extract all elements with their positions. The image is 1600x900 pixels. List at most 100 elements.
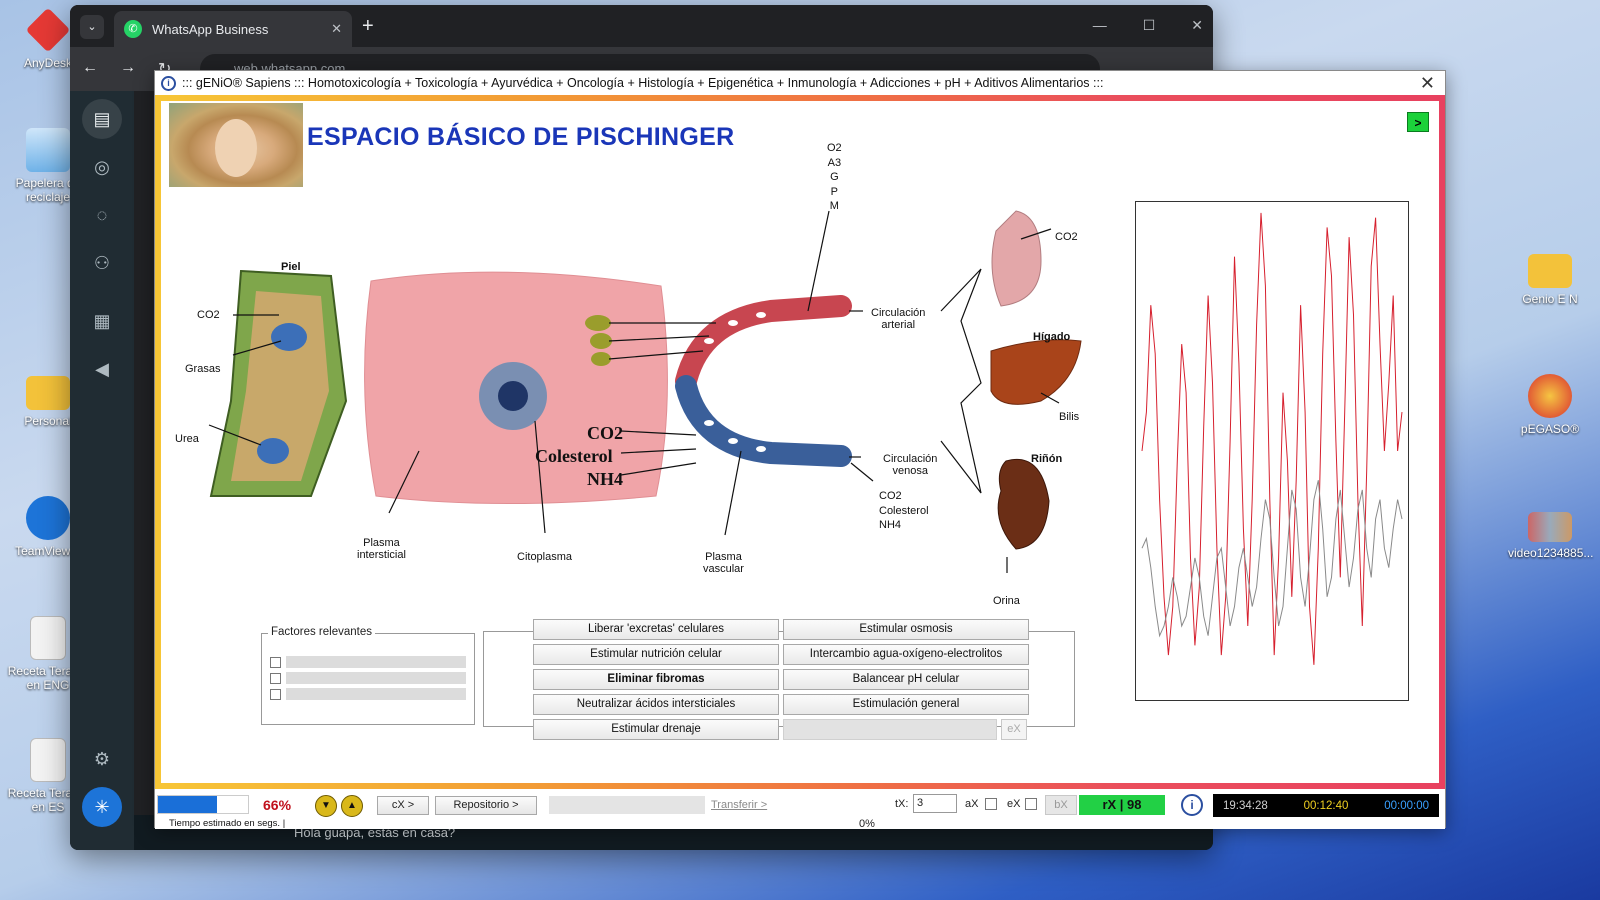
close-window-icon[interactable]: ✕ (1191, 17, 1203, 33)
up-arrow-icon[interactable]: ▲ (341, 795, 363, 817)
label-circulacion-arterial: Circulación arterial (871, 307, 926, 331)
go-button[interactable]: > (1407, 112, 1429, 132)
factor-row[interactable] (270, 672, 466, 684)
cx-button[interactable]: cX > (377, 796, 429, 815)
label-higado: Hígado (1033, 331, 1071, 343)
clock-time: 19:34:28 (1223, 799, 1268, 812)
back-icon[interactable]: ← (82, 59, 98, 76)
progress-percent: 66% (263, 797, 292, 813)
communities-icon[interactable]: ⚇ (93, 253, 111, 273)
browser-tab[interactable]: ✆ WhatsApp Business ✕ (114, 11, 352, 47)
ex-label: eX (1007, 798, 1021, 810)
ax-checkbox[interactable] (985, 798, 997, 810)
word-doc-icon[interactable]: Receta Terapia en ENG (6, 616, 90, 692)
balancear-ph-button[interactable]: Balancear pH celular (783, 669, 1029, 690)
eta-label: Tiempo estimado en segs. | (169, 818, 286, 829)
catalog-icon[interactable]: ▦ (93, 311, 111, 331)
recycle-bin-icon[interactable]: Papelera de reciclaje (6, 128, 90, 204)
desktop-icon-label: Receta Terapia en ENG (7, 664, 89, 692)
transferir-link[interactable]: Transferir > (711, 799, 768, 811)
accessibility-icon[interactable]: ✳ (82, 787, 122, 827)
new-tab-button[interactable]: + (362, 15, 374, 37)
megaphone-icon[interactable]: ◀ (95, 359, 109, 379)
desktop-icon-label: Genio E N (1522, 292, 1578, 306)
ex-button[interactable]: eX (1001, 719, 1027, 740)
desktop-icon-label: pEGASO® (1520, 422, 1580, 436)
chart-series-line-1 (1141, 480, 1403, 638)
close-icon[interactable]: ✕ (1419, 72, 1435, 93)
genio-folder-icon[interactable]: Genio E N (1508, 254, 1592, 306)
down-arrow-icon[interactable]: ▼ (315, 795, 337, 817)
ex-checkbox[interactable] (1025, 798, 1037, 810)
pegaso-icon[interactable]: pEGASO® (1508, 374, 1592, 436)
factor-bar (286, 656, 466, 668)
channels-icon[interactable]: ◌ (96, 205, 108, 225)
chats-icon[interactable]: ▤ (82, 99, 122, 139)
label-piel: Piel (281, 261, 301, 273)
tx-spinner[interactable]: 3 (913, 794, 957, 813)
actions-panel (483, 631, 1075, 727)
label-plasma-vascular: Plasma vascular (703, 551, 744, 575)
tab-strip: ⌄ ✆ WhatsApp Business ✕ + — ☐ ✕ (70, 5, 1213, 47)
progress-fill (158, 796, 218, 813)
neutralizar-acidos-button[interactable]: Neutralizar ácidos intersticiales (533, 694, 779, 715)
factor-bar (286, 672, 466, 684)
window-title: ::: gENiO® Sapiens ::: Homotoxicología +… (182, 76, 1104, 90)
factor-row[interactable] (270, 656, 466, 668)
transfer-field[interactable] (549, 796, 705, 814)
word-doc-image (30, 616, 66, 660)
label-co2-lung: CO2 (1055, 231, 1078, 243)
label-rinon: Riñón (1031, 453, 1063, 465)
label-co2-big: CO2 (587, 423, 623, 443)
tab-search-button[interactable]: ⌄ (80, 15, 104, 39)
teamviewer-icon[interactable]: TeamViewer (6, 496, 90, 558)
desktop-icon-label: Personal (24, 414, 72, 428)
teamviewer-logo (26, 496, 70, 540)
close-tab-icon[interactable]: ✕ (331, 21, 342, 36)
status-bar: 66% Tiempo estimado en segs. | ▼ ▲ cX > … (155, 789, 1445, 830)
settings-icon[interactable]: ⚙ (93, 749, 111, 769)
word-doc-image (30, 738, 66, 782)
forward-icon[interactable]: → (120, 59, 136, 76)
folder-image (1528, 254, 1572, 288)
genio-window: i ::: gENiO® Sapiens ::: Homotoxicología… (154, 70, 1446, 830)
zero-percent: 0% (859, 818, 875, 830)
window-controls: — ☐ ✕ (1093, 17, 1203, 34)
factor-bar (286, 688, 466, 700)
bx-button[interactable]: bX (1045, 795, 1077, 815)
factor-row[interactable] (270, 688, 466, 700)
factores-relevantes-title: Factores relevantes (268, 626, 375, 638)
label-grasas: Grasas (185, 363, 221, 375)
estimular-nutricion-button[interactable]: Estimular nutrición celular (533, 644, 779, 665)
whatsapp-sidebar: ▤ ◎ ◌ ⚇ ▦ ◀ ⚙ ✳ (70, 91, 134, 850)
estimular-drenaje-button[interactable]: Estimular drenaje (533, 719, 779, 740)
timers-panel: 19:34:28 00:12:40 00:00:00 (1213, 794, 1439, 817)
info-icon: i (161, 75, 176, 91)
intercambio-agua-button[interactable]: Intercambio agua-oxígeno-electrolitos (783, 644, 1029, 665)
factor-checkbox[interactable] (270, 656, 281, 668)
eliminar-fibromas-button[interactable]: Eliminar fibromas (533, 669, 779, 690)
label-bilis: Bilis (1059, 411, 1080, 423)
status-icon[interactable]: ◎ (94, 157, 110, 177)
factor-checkbox[interactable] (270, 688, 281, 700)
desktop-icon-label: AnyDesk (23, 56, 73, 70)
repositorio-button[interactable]: Repositorio > (435, 796, 537, 815)
folder-image (26, 376, 70, 410)
info-icon[interactable]: i (1181, 794, 1203, 816)
maximize-icon[interactable]: ☐ (1142, 17, 1156, 33)
estimular-osmosis-button[interactable]: Estimular osmosis (783, 619, 1029, 640)
chart-series-line-0 (1141, 212, 1403, 665)
desktop-icon-label: Papelera de reciclaje (15, 176, 81, 204)
factor-checkbox[interactable] (270, 672, 281, 684)
gradient-frame: ESPACIO BÁSICO DE PISCHINGER > (155, 95, 1445, 789)
word-doc-icon[interactable]: Receta Terapia en ES (6, 738, 90, 814)
estimulacion-general-button[interactable]: Estimulación general (783, 694, 1029, 715)
folder-icon[interactable]: Personal (6, 376, 90, 428)
liberar-excretas-button[interactable]: Liberar 'excretas' celulares (533, 619, 779, 640)
pegaso-logo (1528, 374, 1572, 418)
tab-title: WhatsApp Business (152, 21, 269, 37)
video-file-icon[interactable]: video1234885... (1508, 512, 1593, 560)
custom-action-field[interactable] (783, 719, 997, 740)
minimize-icon[interactable]: — (1092, 17, 1107, 33)
anydesk-icon[interactable]: AnyDesk (6, 7, 90, 70)
